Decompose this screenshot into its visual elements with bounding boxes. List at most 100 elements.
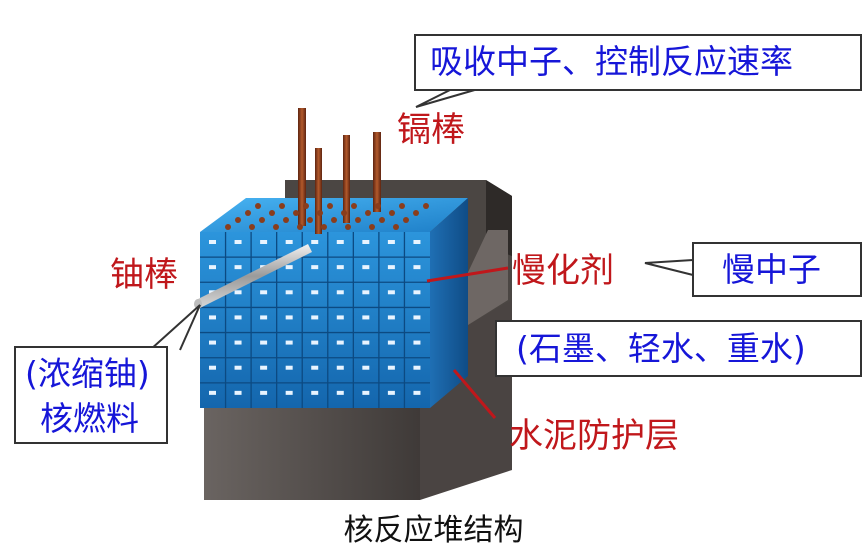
rod-cap: [423, 203, 429, 209]
moderator-examples-box: [495, 320, 862, 377]
block-highlight: [260, 365, 268, 370]
block-highlight: [413, 340, 421, 345]
rod-cap: [317, 210, 323, 216]
block-highlight: [209, 340, 216, 345]
block-highlight: [285, 340, 293, 345]
rod-cap: [303, 203, 309, 209]
block-highlight: [413, 265, 421, 270]
block-highlight: [234, 240, 242, 244]
block-highlight: [413, 240, 421, 244]
block-highlight: [387, 340, 395, 345]
block-highlight: [209, 315, 216, 320]
rod-cap: [355, 217, 361, 223]
fuel-note-box: [14, 346, 168, 444]
cadmium-rods: [225, 108, 429, 234]
rod-cap: [331, 217, 337, 223]
moderator-examples: (石墨、轻水、重水): [516, 329, 806, 368]
block-highlight: [209, 265, 216, 270]
block-highlight: [311, 365, 319, 370]
block-highlight: [311, 390, 319, 395]
block-highlight: [285, 390, 293, 395]
slow-neutron-label: 慢中子: [722, 250, 821, 289]
rod-cap: [273, 224, 279, 230]
rod-cap: [293, 210, 299, 216]
block-highlight: [336, 265, 344, 270]
block-highlight: [209, 365, 216, 370]
block-highlight: [362, 365, 370, 370]
rod-cap: [351, 203, 357, 209]
rod-cap: [341, 210, 347, 216]
block-highlight: [234, 315, 242, 320]
block-highlight: [209, 390, 216, 395]
rod-cap: [255, 203, 261, 209]
rod-cap: [297, 224, 303, 230]
rod-cap: [269, 210, 275, 216]
block-highlight: [209, 240, 216, 244]
block-highlight: [362, 340, 370, 345]
rod-cap: [279, 203, 285, 209]
rod-cap: [389, 210, 395, 216]
rod-cap: [225, 224, 231, 230]
rod-cap: [379, 217, 385, 223]
fuel-line2: 核燃料: [40, 399, 139, 438]
cadmium-rod-label: 镉棒: [397, 110, 465, 150]
block-highlight: [362, 265, 370, 270]
block-highlight: [413, 290, 421, 295]
cadmium-note-box: [414, 34, 862, 91]
block-highlight: [413, 365, 421, 370]
block-highlight: [285, 315, 293, 320]
rod-cap: [375, 203, 381, 209]
block-highlight: [336, 240, 344, 244]
block-highlight: [311, 265, 319, 270]
block-highlight: [234, 365, 242, 370]
block-highlight: [336, 365, 344, 370]
block-highlight: [234, 290, 242, 295]
block-highlight: [234, 265, 242, 270]
rod-cap: [327, 203, 333, 209]
block-highlight: [260, 240, 268, 244]
fuel-line1: (浓缩铀): [25, 354, 150, 393]
red-leader-lines: [426, 266, 509, 419]
block-highlight: [260, 390, 268, 395]
block-highlight: [311, 315, 319, 320]
block-highlight: [362, 290, 370, 295]
rod-cap: [283, 217, 289, 223]
block-highlight: [362, 315, 370, 320]
slow-neutron-box: [692, 242, 862, 297]
fuel-block-array: [200, 198, 468, 408]
block-highlight: [336, 315, 344, 320]
block-highlight: [362, 240, 370, 244]
block-highlight: [234, 340, 242, 345]
rod-cap: [403, 217, 409, 223]
block-highlight: [387, 315, 395, 320]
uranium-rod-label: 铀棒: [110, 255, 178, 295]
block-highlight: [387, 290, 395, 295]
block-highlight: [285, 365, 293, 370]
block-highlight: [260, 290, 268, 295]
block-highlight: [311, 240, 319, 244]
rod-cap: [365, 210, 371, 216]
block-highlight: [387, 390, 395, 395]
block-highlight: [413, 315, 421, 320]
block-highlight: [387, 365, 395, 370]
block-highlight: [387, 265, 395, 270]
block-highlight: [260, 315, 268, 320]
block-highlight: [336, 290, 344, 295]
rod-cap: [399, 203, 405, 209]
block-highlight: [362, 390, 370, 395]
cement-layer-label: 水泥防护层: [509, 416, 679, 456]
block-highlight: [311, 340, 319, 345]
block-highlight: [413, 390, 421, 395]
callout-leaders: [149, 86, 694, 351]
cadmium-note: 吸收中子、控制反应速率: [430, 42, 793, 81]
rod-cap: [321, 224, 327, 230]
rod-cap: [245, 210, 251, 216]
block-highlight: [387, 240, 395, 244]
block-highlight: [260, 340, 268, 345]
rod-cap: [259, 217, 265, 223]
rod-cap: [413, 210, 419, 216]
rod-cap: [345, 224, 351, 230]
block-highlight: [336, 340, 344, 345]
rod-cap: [307, 217, 313, 223]
block-highlight: [336, 390, 344, 395]
